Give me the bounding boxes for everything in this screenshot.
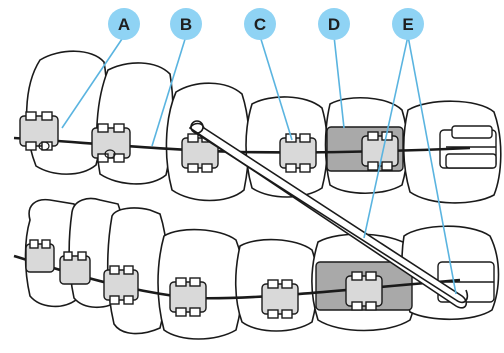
callout-label-c: C (254, 15, 266, 34)
callout-circle-b (170, 8, 202, 40)
upper-buccal-tube (439, 125, 497, 169)
leader-d (333, 35, 345, 129)
callout-d: D (318, 8, 350, 40)
bracket-upper-2 (91, 123, 131, 163)
callout-label-d: D (328, 15, 340, 34)
bracket-upper-1 (19, 111, 59, 151)
interarch-elastic (188, 120, 469, 309)
callout-circle-c (244, 8, 276, 40)
leader-b (151, 35, 187, 147)
leader-c (259, 35, 293, 141)
callout-leaders (61, 35, 457, 295)
bracket-lower-4 (169, 277, 207, 317)
bracket-lower-3 (103, 265, 139, 305)
callout-a: A (108, 8, 140, 40)
callout-circle-d (318, 8, 350, 40)
ligature-ties (38, 141, 116, 159)
bracket-upper-4 (279, 133, 317, 173)
callout-circle-a (108, 8, 140, 40)
leader-e-2 (407, 35, 457, 295)
callout-c: C (244, 8, 276, 40)
brackets (19, 111, 399, 319)
callout-b: B (170, 8, 202, 40)
callout-e: E (392, 8, 424, 40)
callout-label-e: E (402, 15, 413, 34)
callout-label-a: A (118, 15, 130, 34)
bracket-lower-6 (345, 271, 383, 311)
bracket-lower-5 (261, 279, 299, 319)
leader-a (61, 35, 125, 129)
leader-e-1 (363, 35, 409, 239)
callout-label-b: B (180, 15, 192, 34)
bracket-lower-2 (59, 251, 91, 285)
lower-teeth (24, 197, 500, 340)
bracket-lower-1 (25, 239, 55, 273)
callout-circle-e (392, 8, 424, 40)
